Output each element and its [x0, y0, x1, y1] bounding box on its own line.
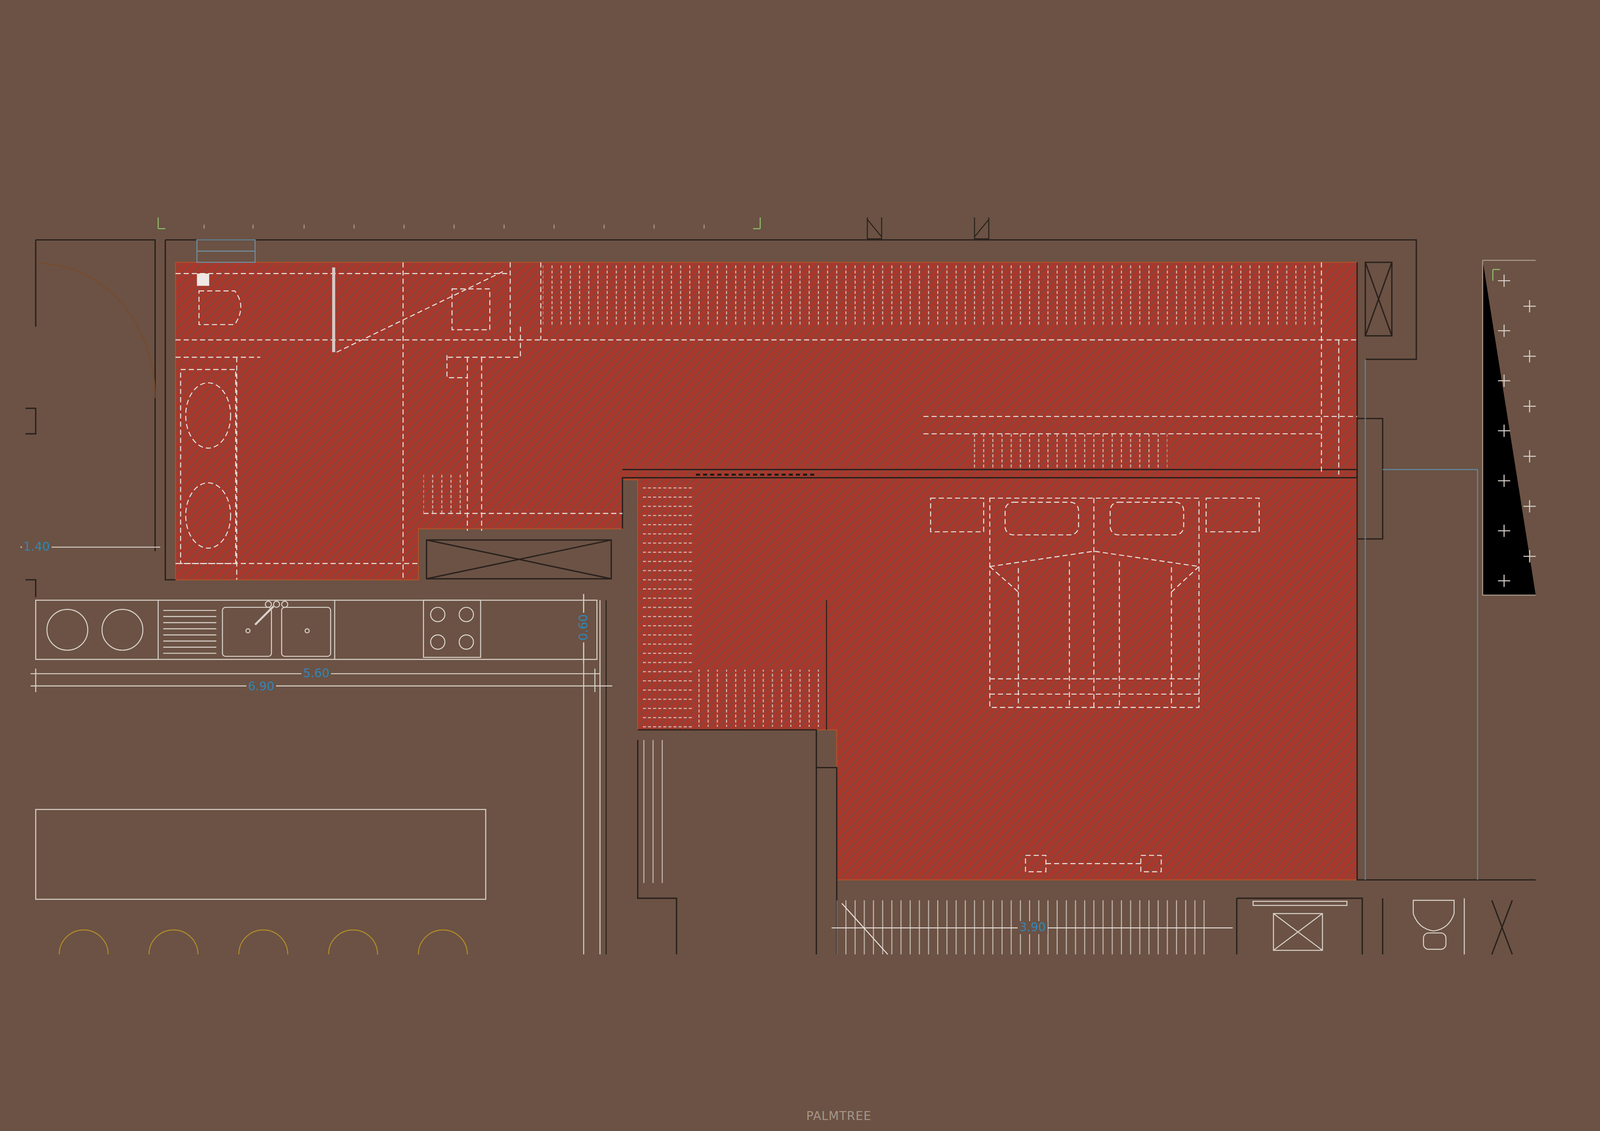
stair-treads — [423, 474, 467, 516]
stair-arrow — [841, 903, 888, 955]
floor-area — [175, 262, 1358, 880]
bar-stools — [59, 929, 468, 955]
stair-treads — [640, 739, 671, 883]
bathroom-fixtures — [1252, 898, 1465, 955]
bathroom-fixtures — [180, 290, 241, 564]
terrace-planting — [1482, 260, 1536, 596]
dimension-label: 6.90 — [246, 680, 276, 694]
stair-treads — [967, 433, 1168, 470]
shaft-symbols — [426, 262, 1513, 955]
stair-treads — [543, 265, 1321, 327]
glazing — [1365, 359, 1478, 880]
door-dashed — [695, 473, 817, 476]
dimension-label: 5.60 — [301, 667, 332, 681]
stair-treads — [642, 479, 695, 730]
door-swing — [38, 263, 156, 398]
vent-symbol — [196, 273, 210, 286]
dimension-label: 0.60 — [577, 612, 591, 643]
dimension-lines — [20, 547, 613, 693]
walls — [25, 240, 1536, 955]
watermark: PALMTREE — [804, 1109, 874, 1123]
grid-ticks — [204, 224, 704, 229]
dimension-label: 1.40 — [22, 540, 52, 554]
ruler-ticks — [158, 217, 1501, 592]
dimension-label: 3.90 — [1017, 921, 1048, 935]
bed-furniture — [930, 498, 1260, 872]
kitchen-counter — [35, 594, 607, 955]
window-symbols — [196, 217, 989, 263]
stair-treads — [697, 669, 826, 727]
